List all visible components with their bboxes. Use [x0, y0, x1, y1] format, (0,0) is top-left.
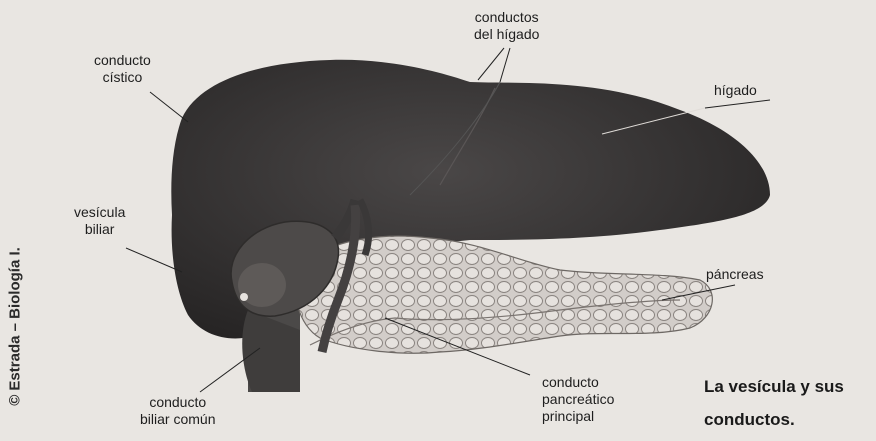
label-common-bile-duct: conducto biliar común: [140, 394, 215, 428]
label-gallbladder: vesícula biliar: [74, 204, 125, 238]
leader-liver-ext: [705, 100, 770, 108]
publisher-credit: © Estrada – Biología I.: [7, 232, 24, 422]
label-pancreas: páncreas: [706, 266, 764, 283]
leader-hepatic-ducts: [478, 48, 504, 80]
leader-cystic-duct: [150, 92, 188, 122]
label-cystic-duct: conducto cístico: [94, 52, 151, 86]
gallbladder-spot: [240, 293, 248, 301]
pancreas-shape: [296, 236, 713, 353]
label-liver: hígado: [714, 82, 757, 99]
label-hepatic-ducts: conductos del hígado: [474, 9, 539, 43]
figure-caption: La vesícula y sus conductos.: [704, 370, 844, 436]
leader-hepatic-ducts-2: [500, 48, 510, 82]
label-pancreatic-duct: conducto pancreático principal: [542, 374, 614, 425]
